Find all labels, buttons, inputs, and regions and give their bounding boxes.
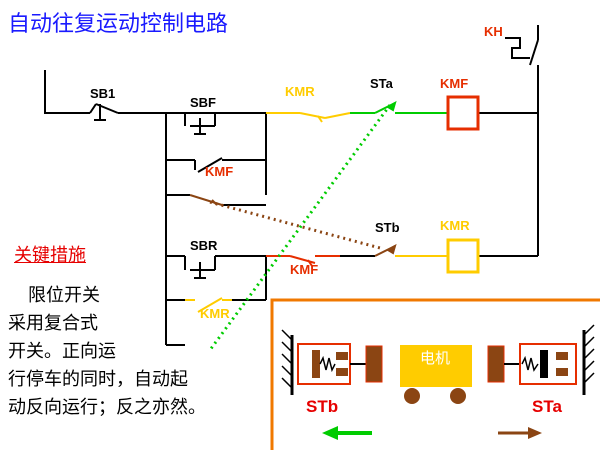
stb-link [209, 200, 381, 250]
kmr-aux-contact [185, 297, 232, 313]
kmf-aux-contact [185, 157, 232, 173]
stb-switch-label: STb [306, 397, 338, 416]
description-line: 限位开关 [28, 285, 100, 306]
sbf-contact [184, 112, 216, 135]
reverse-direction-arrow [322, 426, 372, 440]
key-measure-heading: 关键措施 [14, 245, 86, 266]
main-wiring [44, 25, 539, 346]
kh-label: KH [484, 24, 503, 39]
sta-contact-label: STa [370, 76, 394, 91]
sta-switch-illustration [487, 324, 595, 395]
motor-cart [400, 345, 472, 404]
sbr-contact [184, 256, 216, 279]
description-line: 动反向运行；反之亦然。 [8, 397, 206, 418]
key-measure-description: 限位开关 采用复合式 开关。正向运 行停车的同时，自动起 动反向运行；反之亦然。 [8, 282, 264, 422]
kmr-aux-label: KMR [200, 306, 230, 321]
kmf-interlock-label: KMF [290, 262, 318, 277]
sta-link [208, 104, 392, 351]
mechanism-inset: 电机 STb STa [270, 298, 600, 450]
kmf-coil [446, 95, 480, 131]
mechanical-links [208, 104, 392, 351]
sb1-contact [89, 103, 122, 121]
stb-contact [340, 243, 448, 257]
sbf-label: SBF [190, 95, 216, 110]
motor-label: 电机 [420, 349, 450, 367]
kmr-interlock-contact [266, 112, 351, 123]
description-line: 行停车的同时，自动起 [8, 369, 188, 390]
kh-contact [505, 37, 539, 66]
description-line: 开关。正向运 [8, 341, 116, 362]
kmf-interlock-contact [185, 194, 266, 206]
description-line: 采用复合式 [8, 313, 98, 334]
sb1-label: SB1 [90, 86, 115, 101]
kmf-lower-interlock [266, 255, 340, 267]
kmf-coil-label: KMF [440, 76, 468, 91]
kmr-coil [446, 238, 480, 274]
kmr-interlock-label: KMR [285, 84, 315, 99]
left-supply-wire [44, 70, 90, 114]
stb-switch-illustration [281, 329, 383, 395]
stb-contact-label: STb [375, 220, 400, 235]
sbr-label: SBR [190, 238, 218, 253]
inset-border [270, 298, 600, 450]
kmr-coil-label: KMR [440, 218, 470, 233]
sta-switch-label: STa [532, 397, 562, 416]
forward-direction-arrow [498, 427, 542, 439]
page-title: 自动往复运动控制电路 [8, 12, 229, 37]
sta-contact [350, 100, 448, 114]
kmf-aux-label: KMF [205, 164, 233, 179]
